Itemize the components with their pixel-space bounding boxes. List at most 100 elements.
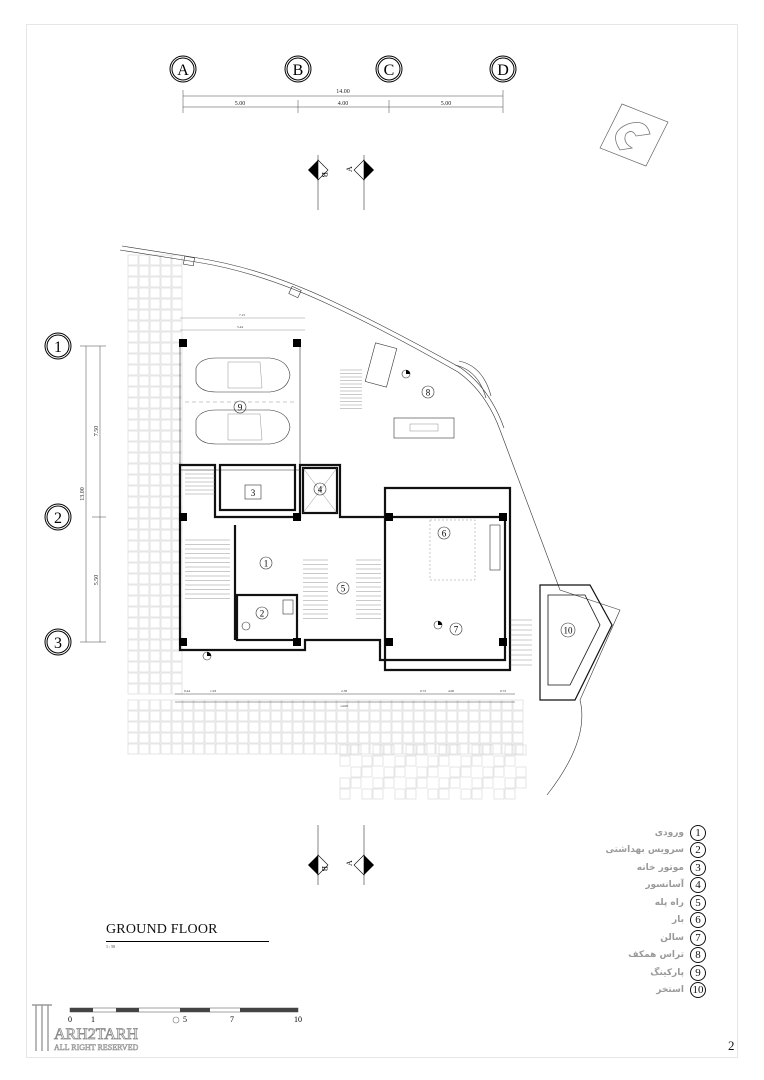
svg-text:7.15: 7.15 xyxy=(239,313,245,317)
title-block: GROUND FLOOR 1 : 50 xyxy=(106,922,269,949)
svg-text:5.44: 5.44 xyxy=(237,325,243,329)
dim-span-bc: 4.00 xyxy=(338,101,349,107)
room-tag-8: 8 xyxy=(426,388,431,398)
building-walls: 7.15 5.44 xyxy=(178,313,532,672)
column-marker xyxy=(179,339,187,347)
dim-span-ab: 5.00 xyxy=(235,101,246,107)
column-marker xyxy=(293,339,301,347)
section-markers-bottom: B A xyxy=(308,825,374,885)
dim-overall-width: 14.00 xyxy=(336,89,350,95)
column-marker xyxy=(293,638,301,646)
room-tag-5: 5 xyxy=(341,584,346,594)
column-marker xyxy=(499,638,507,646)
column-marker xyxy=(179,513,187,521)
scale-label-7: 7 xyxy=(230,1015,234,1024)
legend-item: سرویس بهداشتی 2 xyxy=(486,842,706,860)
svg-text:2.38: 2.38 xyxy=(341,689,347,693)
legend-item: پارکینگ 9 xyxy=(486,964,706,982)
brand-tagline: ALL RIGHT RESERVED xyxy=(54,1043,138,1052)
scale-label-1: 1 xyxy=(91,1015,95,1024)
grid-label-d: D xyxy=(497,62,509,79)
svg-text:14.00: 14.00 xyxy=(340,704,348,708)
dim-span-23: 5.50 xyxy=(94,575,100,586)
structural-columns xyxy=(179,339,507,646)
dim-span-cd: 5.00 xyxy=(441,101,452,107)
svg-text:0.44: 0.44 xyxy=(184,689,190,693)
legend-label: راه پله xyxy=(654,897,684,908)
room-tag-9: 9 xyxy=(238,403,243,413)
grid-label-c: C xyxy=(384,62,395,79)
dim-span-12: 7.50 xyxy=(94,426,100,437)
page-number: 2 xyxy=(728,1038,735,1053)
svg-text:0.72: 0.72 xyxy=(500,689,506,693)
grid-label-b: B xyxy=(293,62,304,79)
room-tag-10: 10 xyxy=(564,626,574,636)
scale-bar: 0 1 5 7 10 xyxy=(68,1007,302,1024)
room-tag-6: 6 xyxy=(442,529,447,539)
legend-item: ورودی 1 xyxy=(486,824,706,842)
legend-number: 8 xyxy=(690,947,706,964)
column-marker xyxy=(499,513,507,521)
column-marker xyxy=(385,638,393,646)
grid-columns: A B C D 14.00 5.00 4.00 5.00 xyxy=(169,55,517,113)
level-markers xyxy=(202,369,443,661)
section-marker-a-bottom: A xyxy=(345,860,354,866)
brand-and-scale-bar: 0 1 5 7 10 ARH2TARH ALL RIGHT RESERVED xyxy=(32,1004,302,1052)
legend-number: 6 xyxy=(690,912,706,929)
grid-rows: 1 2 3 13.00 7.50 5.50 xyxy=(44,332,106,656)
terrace-area xyxy=(364,342,492,439)
legend-label: سالن xyxy=(660,932,684,943)
legend-number: 7 xyxy=(690,929,706,946)
room-tag-7: 7 xyxy=(454,625,459,635)
legend-label: ورودی xyxy=(654,827,684,838)
grid-label-3: 3 xyxy=(54,635,62,652)
legend-number: 10 xyxy=(690,982,706,999)
legend-number: 5 xyxy=(690,894,706,911)
copyright-icon xyxy=(172,1016,180,1024)
brand-logo: ARH2TARH ALL RIGHT RESERVED xyxy=(32,1004,180,1052)
section-markers-top: B A xyxy=(308,155,374,210)
column-marker xyxy=(385,513,393,521)
room-tag-4: 4 xyxy=(318,485,323,495)
svg-text:0.72: 0.72 xyxy=(420,689,426,693)
grid-bubble-a-inner xyxy=(171,57,195,81)
room-tag-2: 2 xyxy=(260,609,265,619)
scale-note: 1 : 50 xyxy=(106,944,116,949)
legend-item: تراس همکف 8 xyxy=(486,947,706,965)
legend-number: 1 xyxy=(690,824,706,841)
column-marker xyxy=(179,638,187,646)
grid-label-1: 1 xyxy=(54,339,62,356)
legend-label: سرویس بهداشتی xyxy=(605,845,684,856)
parked-car-icon xyxy=(185,357,295,445)
bottom-dimensions: 0.44 1.93 2.38 14.00 0.72 4.00 0.72 xyxy=(175,689,515,708)
legend-number: 3 xyxy=(690,859,706,876)
grid-bubble-c-inner xyxy=(377,57,401,81)
sheet-frame xyxy=(26,24,738,1058)
svg-text:1.93: 1.93 xyxy=(210,689,216,693)
svg-text:4.00: 4.00 xyxy=(448,689,454,693)
site-boundary xyxy=(119,245,621,796)
grid-bubble-d-inner xyxy=(491,57,515,81)
section-marker-a-top: A xyxy=(345,166,354,172)
legend-label: پارکینگ xyxy=(650,967,684,978)
brand-name: ARH2TARH xyxy=(54,1026,139,1043)
legend-label: آسانسور xyxy=(645,880,684,891)
legend-label: تراس همکف xyxy=(628,950,684,961)
legend-number: 2 xyxy=(690,842,706,859)
room-tag-1: 1 xyxy=(264,559,269,569)
legend-label: بار xyxy=(672,915,684,926)
staircase xyxy=(185,369,532,666)
scale-label-10: 10 xyxy=(294,1015,302,1024)
room-tags: 1 2 3 4 5 6 7 8 9 10 xyxy=(233,385,576,638)
legend-item: بار 6 xyxy=(486,912,706,930)
legend-number: 9 xyxy=(690,964,706,981)
section-marker-b-top: B xyxy=(320,172,329,177)
dim-overall-height: 13.00 xyxy=(80,487,86,501)
column-marker xyxy=(293,513,301,521)
north-arrow-icon xyxy=(599,103,669,167)
paving-pattern xyxy=(127,254,527,800)
